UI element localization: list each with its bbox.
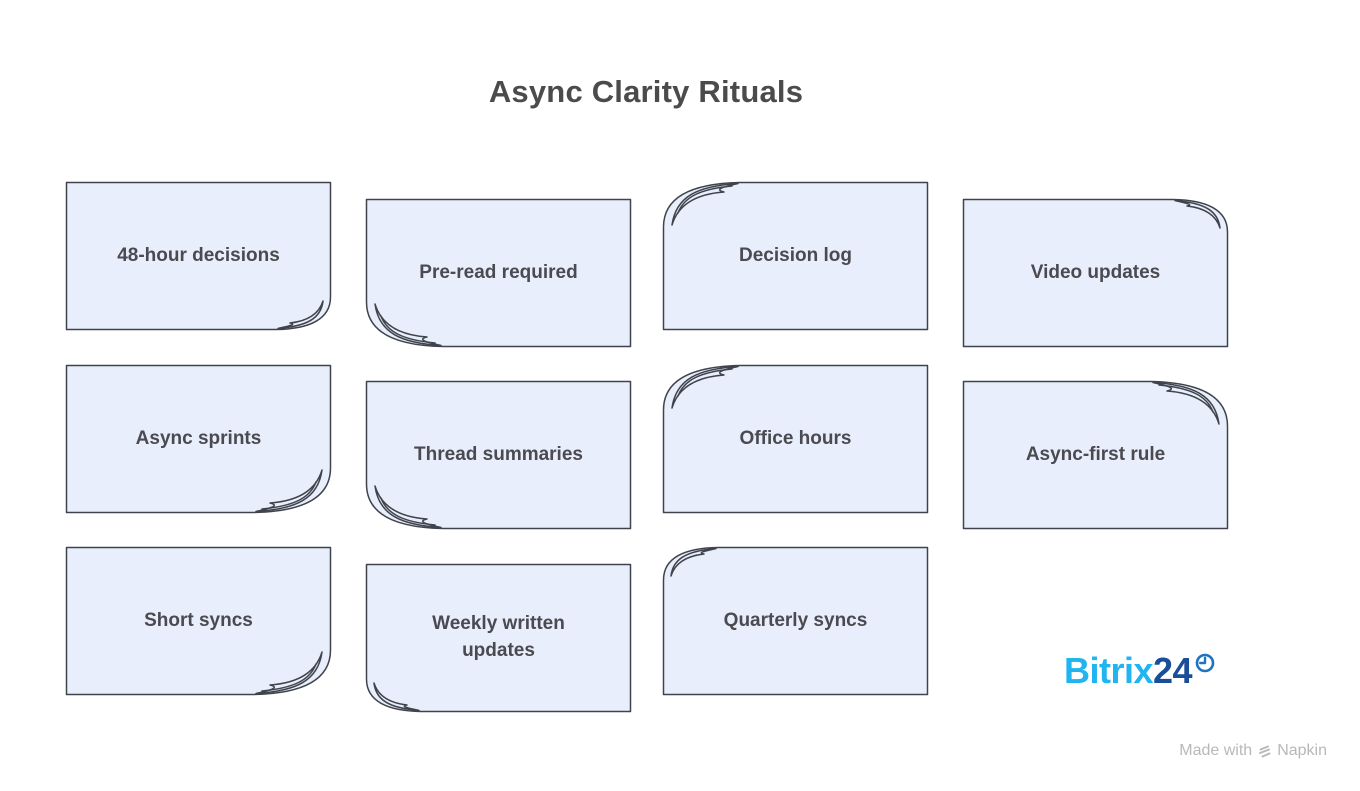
sticky-note-shape [962,198,1229,348]
bitrix24-logo: Bitrix24 [1064,650,1215,692]
page-title: Async Clarity Rituals [488,74,804,109]
note-label: Decision log [739,244,852,266]
credit-prefix: Made with [1179,742,1253,759]
note-label: Async-first rule [1025,443,1166,465]
note-card[interactable]: Thread summaries [365,380,632,530]
sticky-note-shape [365,380,632,530]
sticky-note-shape [365,198,632,348]
note-label: Video updates [1030,261,1161,283]
note-label: Office hours [739,427,852,449]
note-label: Async sprints [135,427,262,449]
note-card[interactable]: Quarterly syncs [662,546,929,696]
napkin-credit: Made with Napkin [1179,742,1327,760]
credit-brand: Napkin [1277,742,1327,759]
sticky-note-shape [662,546,929,696]
note-label: Thread summaries [414,443,583,465]
note-label: 48-hour decisions [117,244,280,266]
note-card[interactable]: Pre-read required [365,198,632,348]
note-card[interactable]: Weekly written updates [365,563,632,713]
sticky-note-shape [65,364,332,514]
note-card[interactable]: Decision log [662,181,929,331]
sticky-note-shape [962,380,1229,530]
note-card[interactable]: Video updates [962,198,1229,348]
sticky-note-shape [65,181,332,331]
sticky-note-shape [365,563,632,713]
sticky-note-shape [65,546,332,696]
note-card[interactable]: 48-hour decisions [65,181,332,331]
bitrix-logo-number: 24 [1153,650,1193,691]
note-label: Quarterly syncs [723,609,868,631]
note-label: Short syncs [144,609,253,631]
clock-icon [1195,653,1215,673]
note-card[interactable]: Office hours [662,364,929,514]
note-label: Pre-read required [419,261,578,283]
napkin-logo-icon [1259,745,1271,757]
sticky-note-shape [662,181,929,331]
note-label: Weekly written updates [432,613,565,661]
note-card[interactable]: Async-first rule [962,380,1229,530]
sticky-note-shape [662,364,929,514]
note-card[interactable]: Short syncs [65,546,332,696]
note-card[interactable]: Async sprints [65,364,332,514]
bitrix-logo-text: Bitrix [1064,650,1154,691]
